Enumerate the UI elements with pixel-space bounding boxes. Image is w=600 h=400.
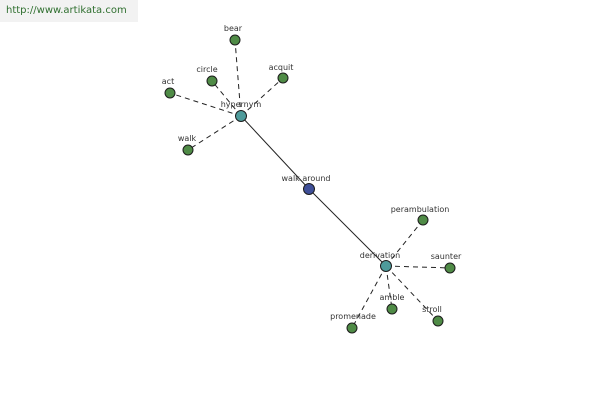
node-act[interactable]	[164, 87, 176, 99]
edge-hypernym-walk	[187, 115, 242, 151]
edge-walk-around-derivation	[308, 188, 387, 267]
edge-derivation-perambulation	[385, 219, 424, 267]
node-hypernym[interactable]	[235, 110, 247, 122]
node-label-perambulation: perambulation	[391, 205, 450, 214]
node-bear[interactable]	[229, 34, 241, 46]
node-label-bear: bear	[224, 24, 243, 33]
node-walk[interactable]	[182, 144, 194, 156]
node-label-act: act	[162, 77, 174, 86]
node-walk-around[interactable]	[303, 183, 315, 195]
label-layer: walk around hypernym derivation bear circle a…	[162, 24, 462, 321]
edge-derivation-amble	[385, 265, 393, 310]
node-perambulation[interactable]	[417, 214, 429, 226]
node-derivation[interactable]	[380, 260, 392, 272]
node-promenade[interactable]	[346, 322, 358, 334]
node-label-amble: amble	[380, 293, 405, 302]
node-label-circle: circle	[196, 65, 217, 74]
node-label-acquit: acquit	[269, 63, 294, 72]
node-layer	[164, 34, 456, 334]
node-label-stroll: stroll	[422, 305, 442, 314]
edge-walk-around-hypernym	[240, 115, 310, 190]
node-circle[interactable]	[206, 75, 218, 87]
node-label-walk: walk	[178, 134, 197, 143]
edge-layer	[169, 39, 451, 329]
node-stroll[interactable]	[432, 315, 444, 327]
watermark-url: http://www.artikata.com	[0, 0, 138, 22]
node-label-promenade: promenade	[330, 312, 376, 321]
node-acquit[interactable]	[277, 72, 289, 84]
node-saunter[interactable]	[444, 262, 456, 274]
edge-hypernym-bear	[234, 39, 242, 117]
edge-hypernym-acquit	[240, 77, 284, 117]
edge-hypernym-act	[169, 92, 242, 117]
node-label-derivation: derivation	[360, 251, 400, 260]
node-label-walk-around: walk around	[282, 174, 331, 183]
edge-derivation-saunter	[385, 265, 451, 269]
edge-derivation-promenade	[351, 265, 387, 329]
node-amble[interactable]	[386, 303, 398, 315]
edge-hypernym-circle	[211, 80, 242, 117]
edge-derivation-stroll	[385, 265, 439, 322]
node-label-hypernym: hypernym	[221, 100, 262, 109]
node-label-saunter: saunter	[431, 252, 462, 261]
